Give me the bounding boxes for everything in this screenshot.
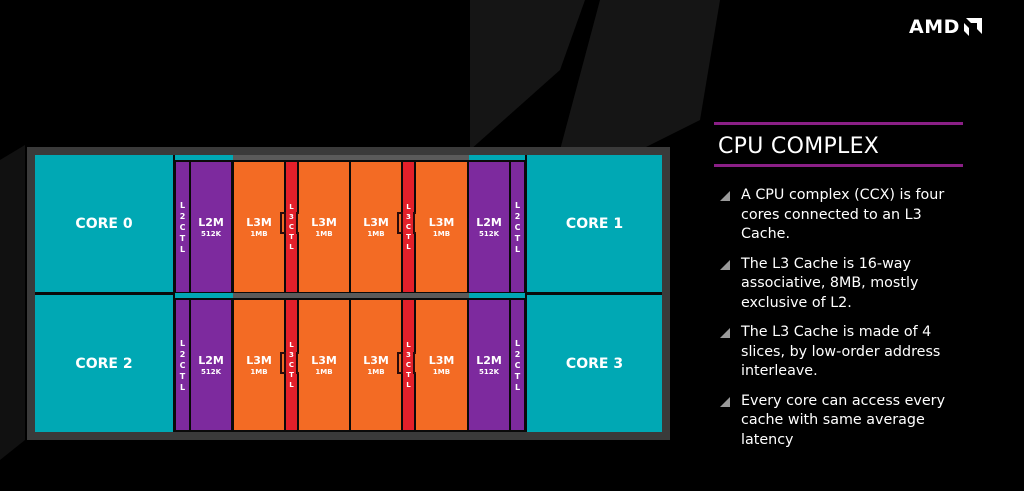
l2m-name: L2M bbox=[198, 215, 224, 229]
mid-connector-strip bbox=[233, 293, 469, 298]
l3m-size: 1MB bbox=[367, 367, 385, 376]
l3m-size: 1MB bbox=[432, 229, 451, 238]
bullet-text: The L3 Cache is made of 4 slices, by low… bbox=[741, 324, 941, 379]
l2-controller: L 2 C T L bbox=[176, 162, 189, 292]
l3-memory-slice: L3M 1MB bbox=[299, 300, 349, 430]
panel-title: CPU COMPLEX bbox=[718, 134, 880, 159]
mid-connector-bar bbox=[175, 293, 233, 298]
l2m-size: 512K bbox=[478, 367, 500, 376]
die-inner: CORE 0 L 2 C T L L2M 512K L3M 1MB L 3 C … bbox=[35, 155, 662, 432]
l3m-size: 1MB bbox=[315, 229, 333, 238]
l3-memory-slice: L3M 1MB bbox=[351, 300, 401, 430]
l2m-name: L2M bbox=[198, 353, 224, 367]
l3m-name: L3M bbox=[363, 215, 389, 229]
l3m-size: 1MB bbox=[432, 367, 451, 376]
l3m-size: 1MB bbox=[250, 229, 268, 238]
amd-arrow-icon bbox=[963, 18, 982, 36]
l3-connector-notch bbox=[397, 212, 403, 234]
l3m-name: L3M bbox=[428, 215, 455, 229]
l2-memory: L2M 512K bbox=[191, 162, 231, 292]
logo-text: AMD bbox=[909, 16, 960, 38]
l2m-size: 512K bbox=[478, 229, 500, 238]
core-2: CORE 2 bbox=[35, 295, 173, 432]
l3-memory-slice: L3M 1MB bbox=[416, 162, 467, 292]
bullet-list: A CPU complex (CCX) is four cores connec… bbox=[720, 186, 960, 460]
bullet-item: The L3 Cache is made of 4 slices, by low… bbox=[720, 323, 960, 382]
top-connector-bar bbox=[469, 155, 525, 160]
l3m-name: L3M bbox=[311, 215, 337, 229]
bullet-item: A CPU complex (CCX) is four cores connec… bbox=[720, 186, 960, 245]
l3-controller: L 3 C T L bbox=[286, 300, 297, 430]
l3m-name: L3M bbox=[363, 353, 389, 367]
l3m-name: L3M bbox=[428, 353, 455, 367]
l2-controller: L 2 C T L bbox=[511, 162, 524, 292]
core-0: CORE 0 bbox=[35, 155, 173, 292]
ccx-die-diagram: CORE 0 L 2 C T L L2M 512K L3M 1MB L 3 C … bbox=[27, 147, 670, 440]
title-rule-bottom bbox=[714, 164, 963, 167]
bullet-text: A CPU complex (CCX) is four cores connec… bbox=[741, 187, 945, 242]
triangle-bullet-icon bbox=[720, 328, 730, 338]
l2-controller: L 2 C T L bbox=[511, 300, 524, 430]
l3-memory-slice: L3M 1MB bbox=[416, 300, 467, 430]
core-1: CORE 1 bbox=[527, 155, 662, 292]
l2-memory: L2M 512K bbox=[191, 300, 231, 430]
l2m-size: 512K bbox=[200, 229, 222, 238]
core-3: CORE 3 bbox=[527, 295, 662, 432]
triangle-bullet-icon bbox=[720, 259, 730, 270]
l2m-size: 512K bbox=[200, 367, 222, 376]
l3m-name: L3M bbox=[311, 353, 337, 367]
l3m-size: 1MB bbox=[250, 367, 268, 376]
amd-logo: AMD bbox=[909, 16, 983, 38]
l3-memory-slice: L3M 1MB bbox=[299, 162, 349, 292]
l3-memory-slice: L3M 1MB bbox=[234, 162, 284, 292]
bullet-item: The L3 Cache is 16-way associative, 8MB,… bbox=[720, 255, 960, 314]
triangle-bullet-icon bbox=[720, 396, 730, 407]
l3-controller: L 3 C T L bbox=[286, 162, 297, 292]
l3-memory-slice: L3M 1MB bbox=[351, 162, 401, 292]
l2-memory: L2M 512K bbox=[469, 300, 509, 430]
title-rule-top bbox=[714, 122, 963, 125]
l2-memory: L2M 512K bbox=[469, 162, 509, 292]
bullet-item: Every core can access every cache with s… bbox=[720, 392, 960, 451]
triangle-bullet-icon bbox=[720, 191, 730, 201]
l3m-size: 1MB bbox=[367, 229, 385, 238]
bullet-text: The L3 Cache is 16-way associative, 8MB,… bbox=[741, 255, 919, 311]
bullet-text: Every core can access every cache with s… bbox=[741, 392, 946, 448]
l3-connector-notch bbox=[280, 212, 286, 234]
l3-connector-notch bbox=[397, 352, 403, 374]
l3m-name: L3M bbox=[246, 215, 272, 229]
l3-memory-slice: L3M 1MB bbox=[234, 300, 284, 430]
mid-connector-bar bbox=[469, 293, 525, 298]
l3-controller: L 3 C T L bbox=[403, 300, 414, 430]
l3m-name: L3M bbox=[246, 353, 272, 367]
l2m-name: L2M bbox=[476, 353, 502, 367]
top-connector-strip bbox=[233, 155, 469, 160]
l2-controller: L 2 C T L bbox=[176, 300, 189, 430]
l3-controller: L 3 C T L bbox=[403, 162, 414, 292]
l2m-name: L2M bbox=[476, 215, 502, 229]
l3m-size: 1MB bbox=[315, 367, 333, 376]
top-connector-bar bbox=[175, 155, 233, 160]
l3-connector-notch bbox=[280, 352, 286, 374]
